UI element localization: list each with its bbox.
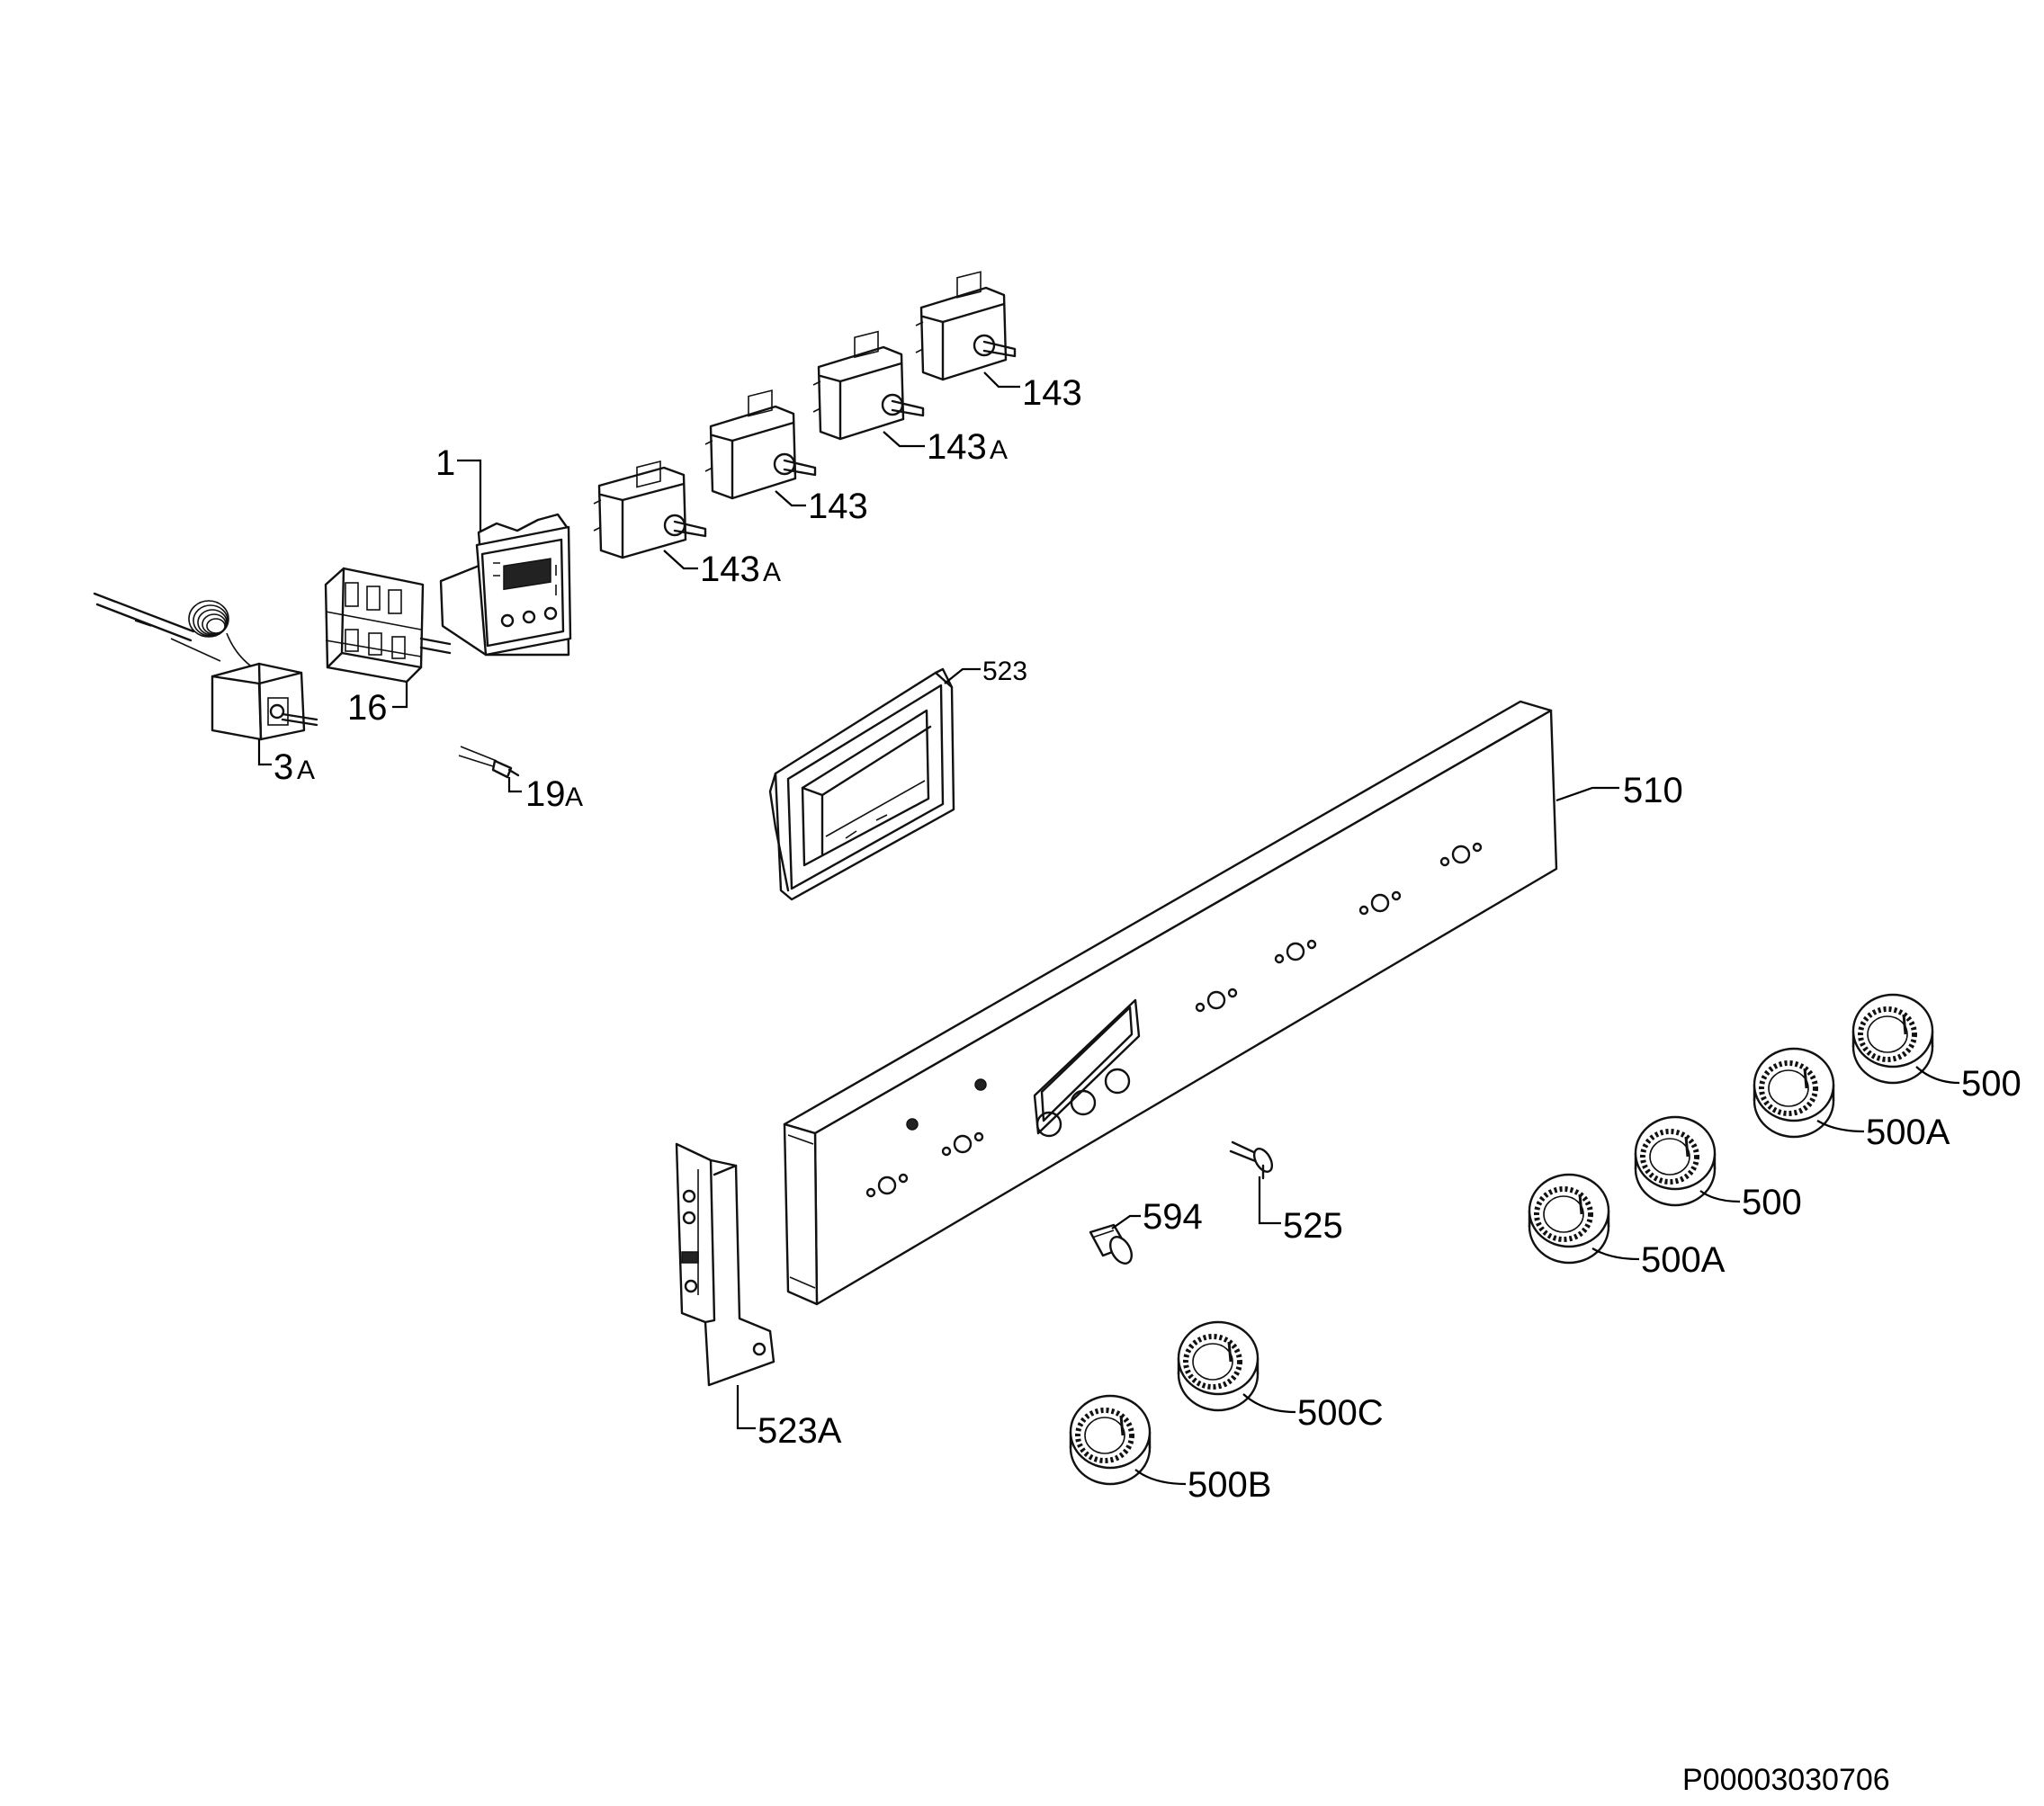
label-594: 594 [1143,1197,1203,1237]
leader-143-first [775,490,806,507]
thermostat-part-3a[interactable] [93,592,318,741]
side-bracket-part-523a[interactable] [675,1142,775,1387]
label-500c: 500C [1297,1393,1384,1433]
selector-switch-part-16[interactable] [324,567,452,684]
shaft-extension-part-525[interactable] [1229,1140,1276,1180]
label-500-top: 500 [1961,1064,2022,1104]
drawing-code: P00003030706 [1682,1763,1890,1797]
leader-143a-second [883,431,925,448]
label-143a-second-number: 143 [927,427,987,467]
label-19a-suffix: A [565,782,583,812]
label-19a-number: 19 [525,774,566,814]
terminal-part-19a[interactable] [458,746,520,779]
leader-1 [457,459,482,531]
label-525: 525 [1283,1206,1343,1246]
energy-regulator-part-143-first[interactable] [704,389,817,500]
timer-module-part-1[interactable] [439,513,572,657]
leader-143a-first [663,550,698,570]
label-143-first: 143 [808,487,868,526]
label-143-second: 143 [1022,373,1082,413]
energy-regulator-part-143a-first[interactable] [593,460,707,559]
label-143a-first-suffix: A [763,558,781,587]
leader-19a [507,777,522,793]
leader-3a [257,739,272,766]
label-500-middle: 500 [1742,1183,1802,1222]
label-500b: 500B [1188,1465,1271,1505]
label-510: 510 [1623,771,1683,810]
label-523a: 523A [758,1411,842,1451]
label-16: 16 [347,688,388,728]
label-3a-number: 3 [273,747,293,787]
leader-523 [944,667,981,684]
leader-594 [1111,1214,1141,1229]
label-143a-first-number: 143 [700,550,760,589]
leader-500a-middle [1591,1247,1640,1261]
leader-525 [1258,1176,1281,1225]
energy-regulator-part-143a-second[interactable] [812,330,925,441]
label-523: 523 [982,657,1027,686]
label-1: 1 [435,443,455,483]
leader-500b [1134,1469,1187,1486]
label-143a-second-suffix: A [990,435,1008,465]
leader-510 [1555,786,1619,802]
leader-16 [392,682,408,709]
label-3a-suffix: A [297,755,315,785]
control-panel-part-510[interactable] [783,700,1558,1306]
label-500a-middle: 500A [1641,1240,1726,1280]
label-500a-top: 500A [1866,1113,1950,1152]
knob-part-500a-middle[interactable] [1529,1175,1609,1263]
leader-523a [736,1385,756,1430]
display-frame-part-523[interactable] [768,667,955,901]
leader-500a-top [1816,1120,1865,1133]
leader-500-middle [1699,1190,1741,1203]
energy-regulator-part-143-second[interactable] [915,271,1017,381]
leader-143-second [983,371,1020,389]
leader-500c [1242,1393,1296,1414]
leader-500-top [1915,1066,1960,1085]
spacer-part-594[interactable] [1089,1223,1136,1267]
